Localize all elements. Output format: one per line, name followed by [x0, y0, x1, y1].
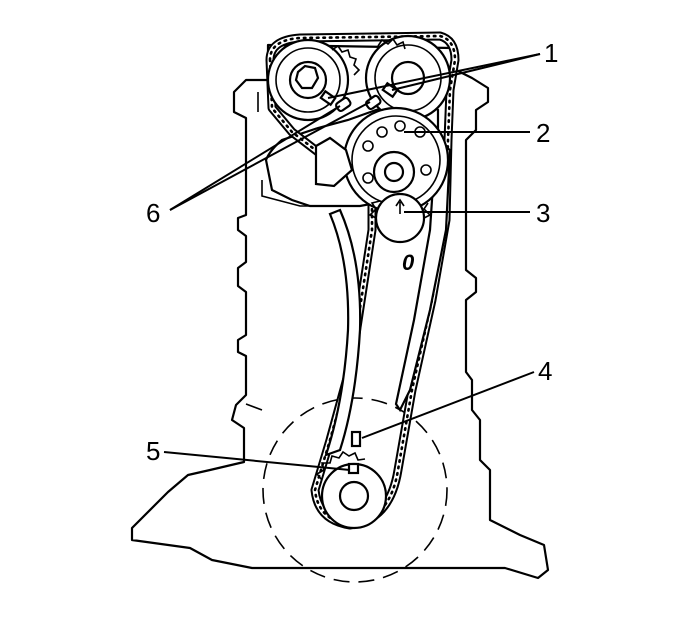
callout-6: 6 [146, 198, 160, 228]
idler-sprocket [342, 106, 450, 214]
callout-2: 2 [536, 118, 550, 148]
chain-timing-link [350, 430, 362, 448]
callout-leaders [163, 53, 541, 471]
chain-tensioner-rail [394, 137, 452, 413]
balance-shaft-sprocket [368, 192, 432, 244]
camshaft-locking-tool [335, 94, 382, 113]
engine-block-outline [130, 43, 550, 580]
chain-guide-left [324, 208, 362, 457]
cam-gear-teeth [331, 37, 406, 76]
balance-shaft-timing-arrow [395, 198, 405, 214]
timing-chain [265, 31, 460, 530]
callout-1: 1 [544, 38, 558, 68]
callout-5: 5 [146, 436, 160, 466]
callout-4: 4 [538, 356, 552, 386]
timing-mark-label: 0 [402, 250, 415, 275]
crankshaft-sprocket [315, 450, 388, 530]
callout-3: 3 [536, 198, 550, 228]
tensioner-arm [314, 136, 354, 188]
crankshaft-dashed-circle [262, 397, 448, 583]
